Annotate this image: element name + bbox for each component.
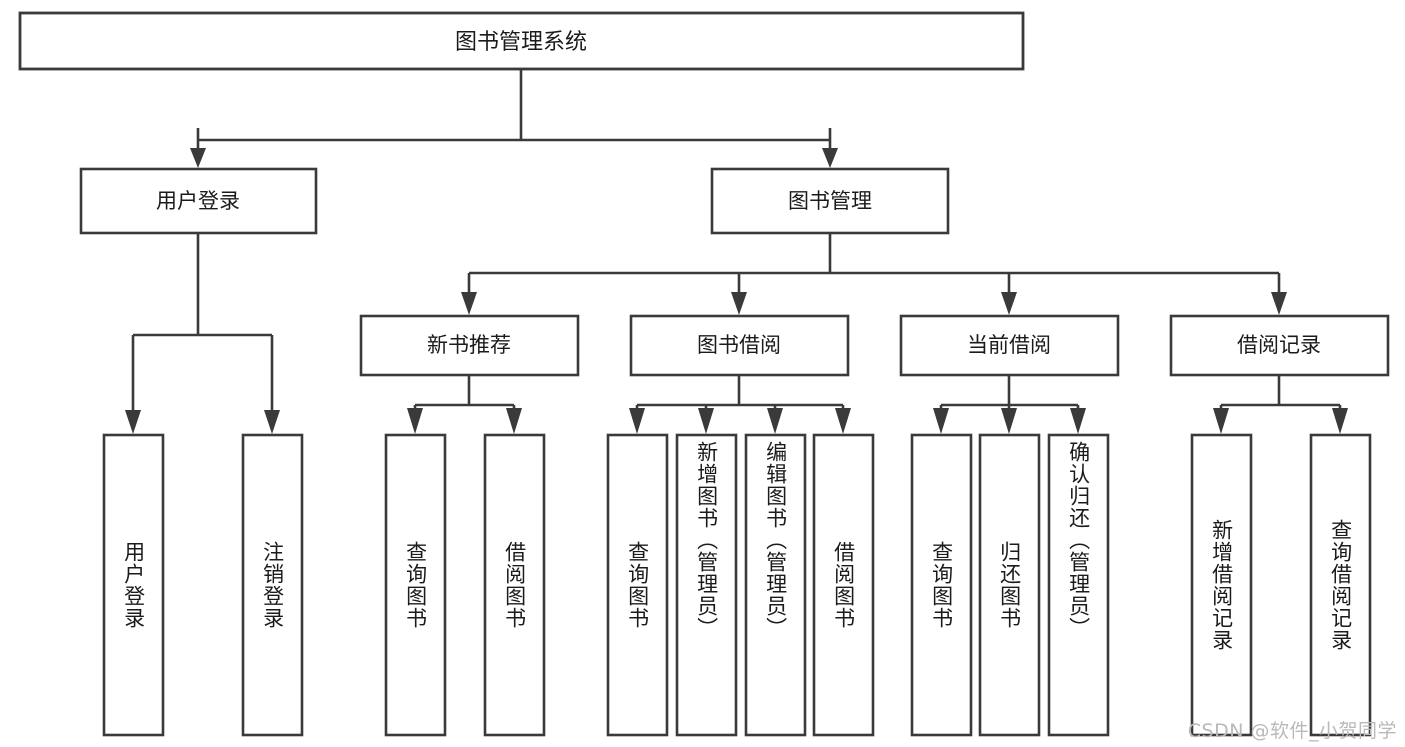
node-user-login-label: 用户登录 [156, 189, 240, 213]
node-leaf-confirm-return-box[interactable] [1047, 433, 1110, 737]
arrow-head-nb-leaf2 [506, 408, 522, 434]
arrow-head-cb-leaf3 [1070, 408, 1086, 434]
arrow-head-bb-leaf1 [629, 408, 645, 434]
arrow-head-nb-leaf1 [407, 408, 423, 434]
node-leaf-borrow-book-nb-box[interactable] [483, 433, 546, 737]
node-book-management-label: 图书管理 [788, 189, 872, 213]
arrow-head-current-borrow [1001, 292, 1017, 315]
arrow-head-leaf-user-login [125, 410, 141, 434]
node-leaf-add-record-box[interactable] [1190, 433, 1253, 737]
node-borrow-record-label: 借阅记录 [1237, 333, 1321, 357]
node-book-borrow-label: 图书借阅 [697, 333, 781, 357]
node-borrow-record-box[interactable] [1169, 314, 1390, 377]
node-current-borrow-box[interactable] [899, 314, 1120, 377]
node-book-management-box[interactable] [710, 167, 950, 235]
node-leaf-borrow-book-bb-box[interactable] [812, 433, 875, 737]
node-leaf-return-book-box[interactable] [978, 433, 1041, 737]
node-leaf-add-book-box[interactable] [675, 433, 738, 737]
node-leaf-query-book-cb-box[interactable] [910, 433, 973, 737]
node-root-box[interactable] [18, 11, 1025, 71]
node-leaf-query-book-nb-box[interactable] [384, 433, 447, 737]
node-user-login-box[interactable] [79, 167, 318, 235]
arrow-head-br-leaf1 [1213, 408, 1229, 434]
arrow-head-br-leaf2 [1332, 408, 1348, 434]
node-leaf-logout-box[interactable] [241, 433, 304, 737]
arrow-head-leaf-logout [264, 410, 280, 434]
node-new-book-recommend-box[interactable] [359, 314, 580, 377]
arrow-head-borrow-record [1271, 292, 1287, 315]
node-leaf-edit-book-box[interactable] [744, 433, 807, 737]
node-leaf-query-book-bb-box[interactable] [606, 433, 669, 737]
arrow-head-book-mgmt [822, 148, 838, 168]
arrow-head-cb-leaf2 [1001, 408, 1017, 434]
node-leaf-query-record-box[interactable] [1309, 433, 1372, 737]
node-current-borrow-label: 当前借阅 [967, 333, 1051, 357]
arrow-head-book-borrow [731, 292, 747, 315]
arrow-head-bb-leaf4 [835, 408, 851, 434]
arrow-head-cb-leaf1 [933, 408, 949, 434]
node-root-label: 图书管理系统 [455, 30, 587, 55]
node-new-book-recommend-label: 新书推荐 [427, 333, 511, 357]
arrow-head-bb-leaf2 [698, 408, 714, 434]
arrow-head-user-login [190, 148, 206, 168]
arrow-head-new-book-recommend [461, 292, 477, 315]
node-book-borrow-box[interactable] [629, 314, 850, 377]
node-leaf-user-login-box[interactable] [102, 433, 165, 737]
arrow-head-bb-leaf3 [767, 408, 783, 434]
